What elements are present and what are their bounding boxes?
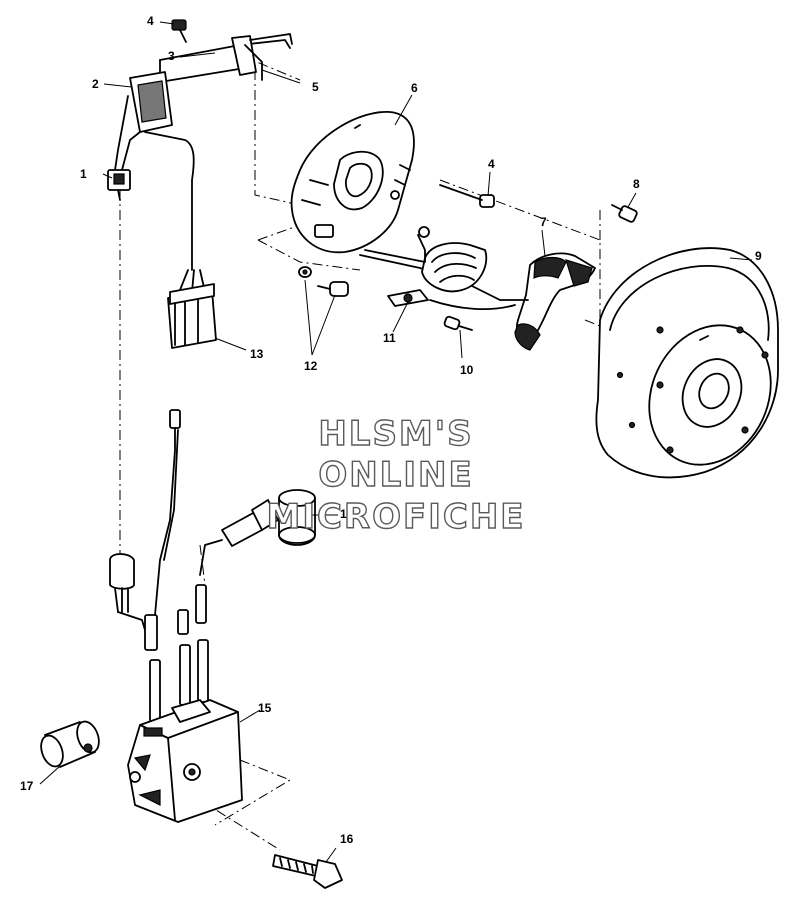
callout-4-right: 4 — [488, 157, 495, 171]
callout-3: 3 — [168, 49, 175, 63]
connector-1 — [107, 169, 131, 201]
watermark: HLSM'S ONLINE MICROFICHE — [266, 413, 525, 537]
callout-10: 10 — [460, 363, 474, 377]
callout-17: 17 — [20, 779, 34, 793]
watermark-line-2: ONLINE — [318, 455, 473, 495]
screw-8 — [611, 204, 638, 223]
callout-13: 13 — [250, 347, 264, 361]
module-2 — [114, 71, 195, 271]
callout-2: 2 — [92, 77, 99, 91]
callout-9: 9 — [755, 249, 762, 263]
washer-screw-12 — [298, 266, 349, 297]
screw-10 — [443, 315, 473, 331]
leader-lines — [39, 21, 753, 863]
connector-13 — [167, 269, 217, 349]
pickup-coil-11 — [359, 226, 516, 311]
wire-connectors — [109, 409, 181, 651]
callout-6: 6 — [411, 81, 418, 95]
bolt-16 — [272, 854, 343, 889]
stator-plate-6 — [290, 111, 415, 254]
bracket-7 — [499, 252, 596, 351]
callout-8: 8 — [633, 177, 640, 191]
callout-4-top: 4 — [147, 14, 154, 28]
callout-11: 11 — [383, 331, 396, 345]
callout-7: 7 — [540, 215, 547, 229]
screw-4-top — [171, 19, 187, 43]
grommet-17 — [40, 720, 100, 768]
flywheel-9 — [595, 247, 779, 479]
spark-cap-14 — [199, 489, 316, 576]
callout-5: 5 — [312, 80, 319, 94]
callout-1: 1 — [80, 167, 87, 181]
callout-16: 16 — [340, 832, 354, 846]
watermark-line-3: MICROFICHE — [266, 497, 525, 537]
screw-4-right — [439, 184, 495, 208]
callout-labels: 1 2 3 4 5 6 4 8 7 9 11 13 12 10 14 15 17… — [20, 14, 762, 846]
callout-15: 15 — [258, 701, 272, 715]
watermark-line-1: HLSM'S — [318, 414, 473, 454]
callout-12: 12 — [304, 359, 318, 373]
callout-14: 14 — [340, 507, 354, 521]
wire-bar-3 — [159, 33, 293, 83]
ignition-coil-15 — [127, 699, 243, 823]
